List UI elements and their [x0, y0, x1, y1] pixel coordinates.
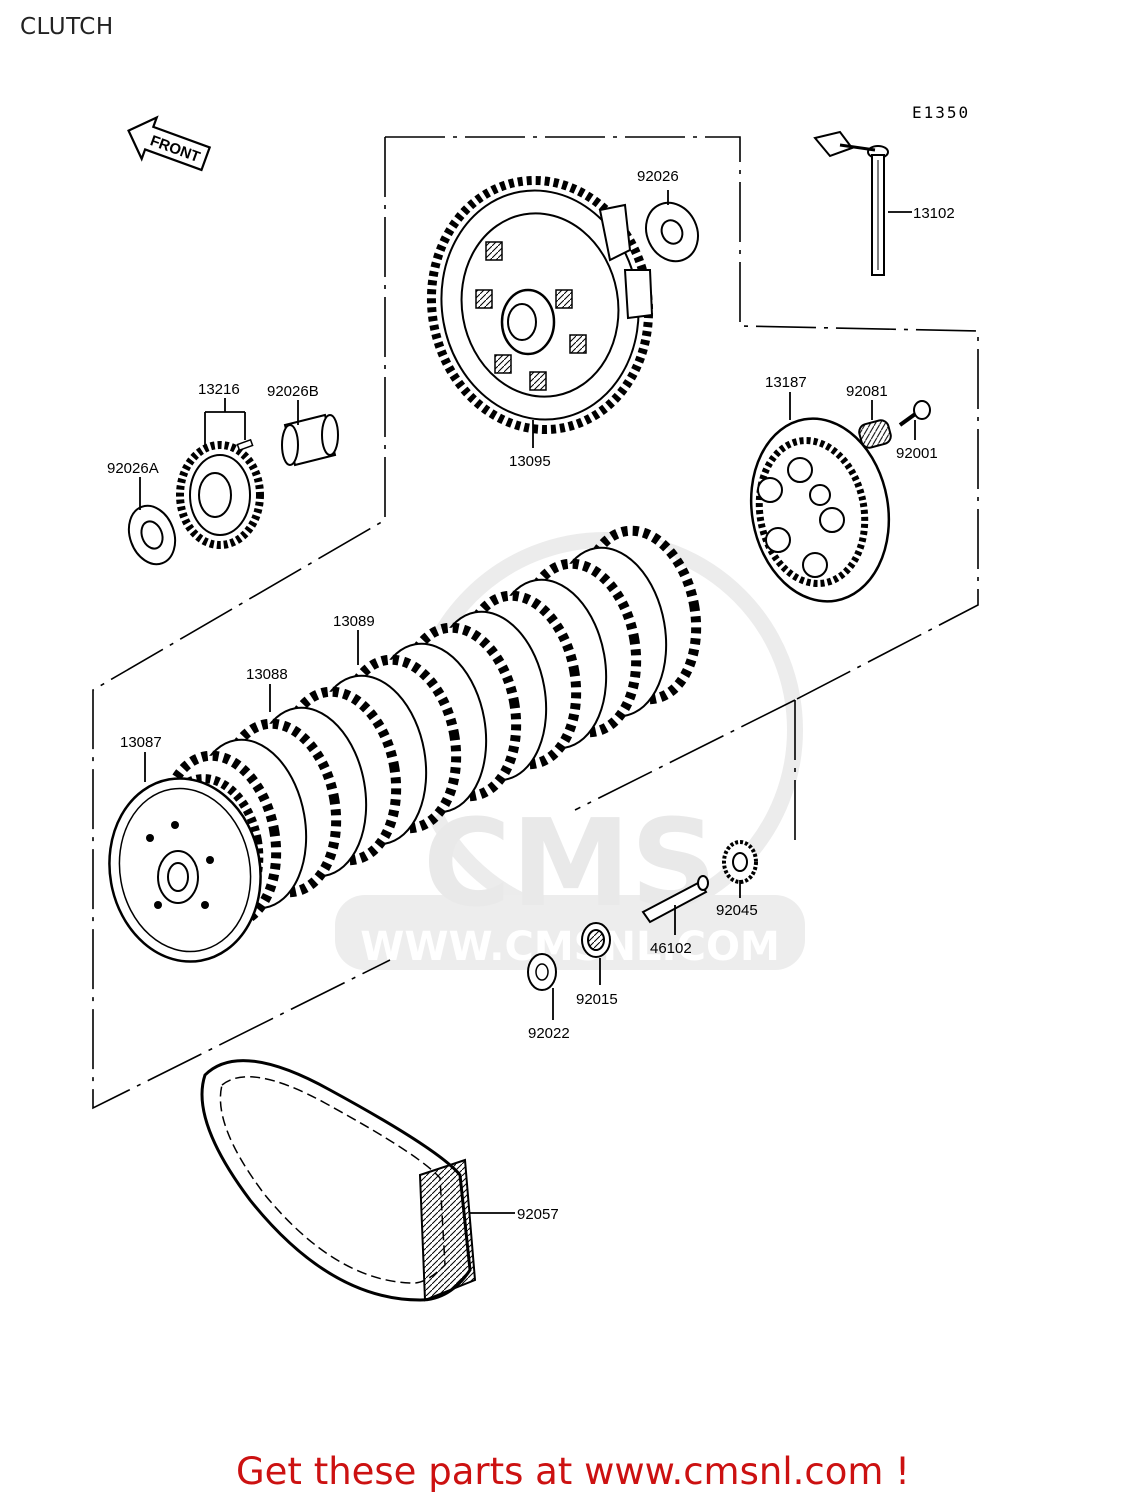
bolt-92001 [898, 400, 931, 427]
page-title: CLUTCH [20, 14, 114, 40]
part-label-13216: 13216 [198, 381, 240, 398]
spring-92081 [858, 419, 892, 449]
part-label-13187: 13187 [765, 374, 807, 391]
watermark-url: WWW.CMSNL.COM [360, 924, 780, 970]
push-rod-lever-13102 [813, 130, 889, 276]
diagram-code: E1350 [912, 103, 970, 122]
part-label-92015: 92015 [576, 991, 618, 1008]
part-label-92081: 92081 [846, 383, 888, 400]
front-arrow-icon: FRONT [127, 115, 212, 172]
part-label-46102: 46102 [650, 940, 692, 957]
push-rod-46102 [641, 875, 709, 924]
washer-92026a [127, 504, 177, 566]
clutch-housing-gear-13095 [426, 175, 654, 435]
nut-92015 [581, 922, 611, 958]
gear-13216 [176, 438, 264, 549]
parts-diagram: CMS WWW.CMSNL.COM FRONT E1350 [92, 103, 979, 1302]
bearing-92045 [722, 840, 758, 884]
part-label-92001: 92001 [896, 445, 938, 462]
leader-lines [139, 190, 916, 1214]
part-label-92057: 92057 [517, 1206, 559, 1223]
footer-cta[interactable]: Get these parts at www.cmsnl.com ! [235, 1450, 910, 1493]
part-label-13089: 13089 [333, 613, 375, 630]
part-label-13087: 13087 [120, 734, 162, 751]
assembly-outline [92, 136, 979, 1110]
pressure-plate-13187 [749, 417, 891, 603]
watermark-brand: CMS [423, 795, 717, 934]
collar-92026b [281, 413, 339, 467]
washer-92026 [645, 201, 699, 263]
part-label-92026b: 92026B [267, 383, 319, 400]
part-label-92022: 92022 [528, 1025, 570, 1042]
part-label-13095: 13095 [509, 453, 551, 470]
washer-92022 [527, 953, 557, 991]
clutch-hub-13087 [108, 774, 264, 963]
part-label-92045: 92045 [716, 902, 758, 919]
chain-92057 [200, 1059, 477, 1302]
part-label-13102: 13102 [913, 205, 955, 222]
part-label-92026: 92026 [637, 168, 679, 185]
part-label-13088: 13088 [246, 666, 288, 683]
part-labels: 92026 13102 13216 92026B 92026A 13095 13… [107, 168, 955, 1223]
part-label-92026a: 92026A [107, 460, 159, 477]
